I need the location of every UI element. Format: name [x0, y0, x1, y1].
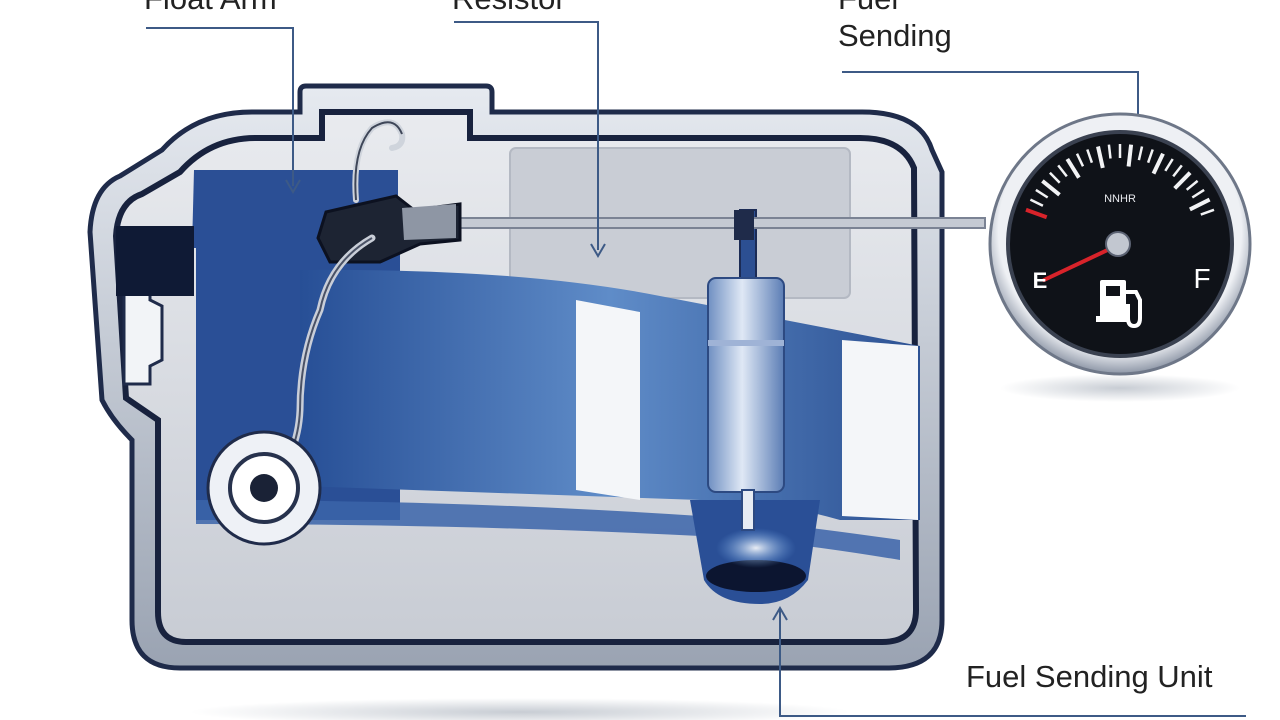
resistor-clamp — [734, 210, 754, 240]
gauge-tick — [1029, 198, 1044, 207]
float-arm-leader — [146, 27, 294, 186]
float-arm-label: Float Arm — [144, 0, 277, 16]
fuel-sending-label-line2: Sending — [838, 18, 952, 53]
gauge-tick — [1173, 171, 1192, 190]
sump-opening — [706, 560, 806, 592]
fuel-glow — [716, 528, 796, 568]
gauge-tick — [1164, 158, 1174, 172]
gauge-empty-mark: E — [1033, 268, 1048, 293]
side-port — [116, 226, 194, 296]
gauge-tick — [1191, 188, 1205, 199]
gauge-tick — [1151, 152, 1165, 175]
gauge-shadow — [1000, 374, 1240, 402]
fuel-gauge: NNHR E F — [988, 112, 1252, 376]
gauge-tick — [1065, 157, 1081, 179]
gauge-tick — [1189, 197, 1211, 212]
gauge-tick — [1172, 164, 1183, 178]
sending-unit-arrow — [772, 606, 788, 621]
float — [206, 430, 322, 546]
resistor-arrow — [590, 243, 606, 258]
fuel-sending-label-line1: Fuel — [838, 0, 898, 16]
float-arm-arrow — [285, 179, 301, 194]
sending-unit-rod-bottom — [741, 489, 755, 531]
gauge-tick — [1086, 149, 1094, 164]
fuel-sending-unit-label: Fuel Sending Unit — [966, 659, 1213, 694]
gauge-tick-marks — [1025, 144, 1215, 220]
gauge-full-mark: F — [1193, 263, 1210, 294]
fuel-lower-surface — [196, 500, 900, 560]
bracket-plate — [402, 204, 456, 240]
gauge-tick — [1049, 171, 1061, 184]
fuel-sending-leader — [842, 71, 1139, 114]
tank-shadow — [190, 698, 850, 720]
gauge-needle — [1042, 244, 1118, 282]
gauge-needle-hub — [1105, 231, 1131, 257]
fuel-pump-icon — [1096, 280, 1142, 329]
gauge-tick — [1146, 149, 1154, 164]
cylinder-band — [708, 340, 784, 346]
gauge-tick — [1041, 179, 1061, 197]
gauge-brand-text: NNHR — [1104, 193, 1136, 205]
gauge-tick — [1137, 146, 1144, 161]
gauge-tick — [1057, 164, 1068, 178]
baffle-right — [842, 340, 918, 520]
gauge-tick — [1096, 146, 1105, 169]
resistor-leader — [454, 21, 599, 250]
resistor-label: Resistor — [452, 0, 566, 16]
gauge-tick — [1025, 207, 1048, 220]
sending-unit-leader — [779, 610, 1246, 717]
resistor-rod — [459, 217, 986, 229]
gauge-tick — [1126, 144, 1134, 167]
gauge-tick — [1075, 153, 1085, 167]
sending-unit-cylinder — [707, 277, 785, 493]
gauge-tick — [1107, 144, 1112, 159]
baffle-left — [576, 300, 640, 500]
gauge-tick — [1035, 188, 1049, 199]
gauge-tick — [1200, 208, 1215, 216]
leader-lines — [146, 21, 1246, 717]
gauge-tick — [1185, 179, 1199, 191]
